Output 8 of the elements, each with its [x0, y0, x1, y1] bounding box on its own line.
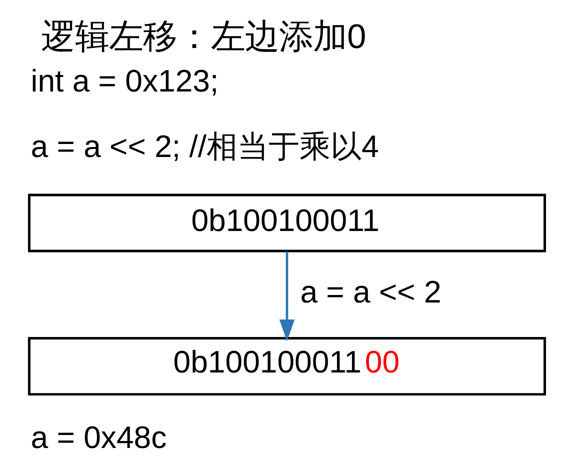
node-label: a = 0x48c: [30, 420, 166, 456]
label: int a = 0x123;: [30, 63, 218, 98]
label: a = a << 2; //相当于乘以4: [30, 128, 378, 164]
node-box: 0b100100011: [27, 194, 546, 252]
diagram-title: 逻辑左移：左边添加0: [40, 18, 366, 56]
node-box: 0b10010001100: [27, 337, 546, 396]
arrow: [278, 252, 294, 342]
edge-label: a = a << 2: [300, 274, 441, 310]
